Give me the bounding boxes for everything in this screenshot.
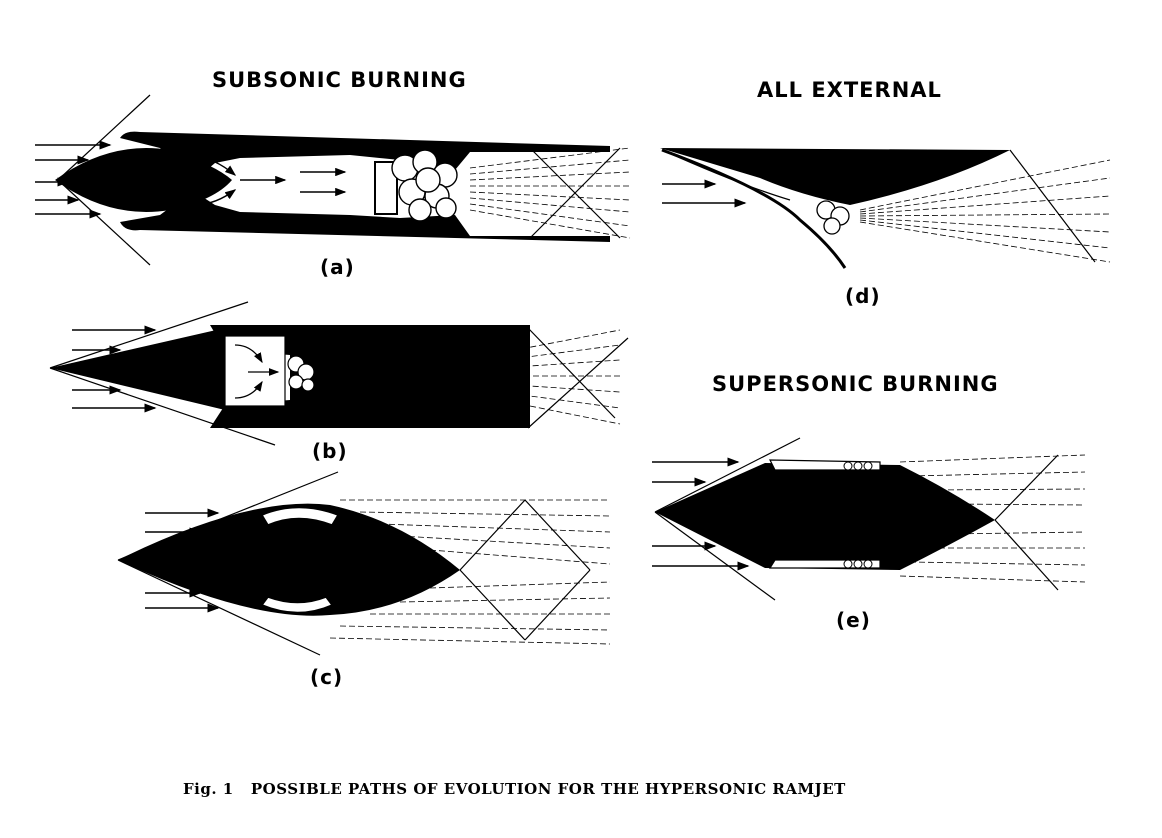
panel-a-internal-arrows [179,156,347,205]
panel-d-shock-thin [661,149,791,201]
panel-c-ramjet [117,471,611,656]
panel-c-exit-shocks [459,499,591,641]
panel-b-shock-lines [49,301,276,446]
panel-d-shock-curve [661,148,847,269]
figure-number: Fig. 1 [183,780,234,798]
panel-a-duct-lower [120,192,610,242]
panel-b-inlet [224,335,286,407]
panel-b-duct-body [210,325,530,428]
panel-e-body [655,463,995,570]
panel-b-combustion-cloud [287,355,315,392]
panel-label-d: (d) [845,284,881,308]
panel-b-inflow-arrows [72,325,157,413]
heading-subsonic-burning: SUBSONIC BURNING [212,68,467,92]
panel-c-cowl-rings [260,506,340,614]
panel-e-shock-lines [654,437,801,601]
panel-b-ramjet [49,301,629,446]
panel-label-a: (a) [320,255,355,279]
panel-e-exit-shocks [994,454,1059,591]
panel-label-b: (b) [312,439,348,463]
panel-b-exit-shocks [527,327,629,429]
panel-d-all-external [660,148,1111,269]
figure-title: POSSIBLE PATHS OF EVOLUTION FOR THE HYPE… [250,780,846,798]
panel-a-centerbody [55,148,232,212]
panel-e-cowls [768,459,881,569]
panel-a-flameholder [374,161,398,215]
panel-e-supersonic-ramjet [652,437,1086,601]
panel-d-body [660,148,1010,205]
panel-label-c: (c) [310,665,344,689]
panel-c-body [118,503,460,616]
panel-d-exit-shock [1009,149,1096,263]
panel-b-internal-arrows [234,344,280,399]
heading-all-external: ALL EXTERNAL [757,78,942,102]
panel-a-shock-lines [57,94,151,266]
panel-d-inflow-arrows [662,179,747,208]
panel-label-e: (e) [836,608,871,632]
panel-e-exhaust-plume [899,454,1086,583]
panel-d-exhaust-plume [859,159,1111,263]
panel-c-exhaust-plume [329,499,611,645]
panel-a-exhaust-plume [469,147,631,239]
panel-e-combustion-spots [843,461,873,569]
panel-e-inflow-arrows [652,457,750,571]
figure-caption: Fig. 1 POSSIBLE PATHS OF EVOLUTION FOR T… [183,780,846,798]
panel-b-exhaust-plume [379,329,621,425]
panel-c-inflow-arrows [145,508,220,613]
panel-a-subsonic-ramjet [35,94,631,266]
panel-a-exit-shocks [529,147,621,239]
panel-a-duct-upper [120,131,610,180]
heading-supersonic-burning: SUPERSONIC BURNING [712,372,999,396]
panel-d-combustion-cloud [816,200,850,235]
panel-a-combustion-cloud [391,149,458,222]
panel-b-cone [50,328,240,410]
